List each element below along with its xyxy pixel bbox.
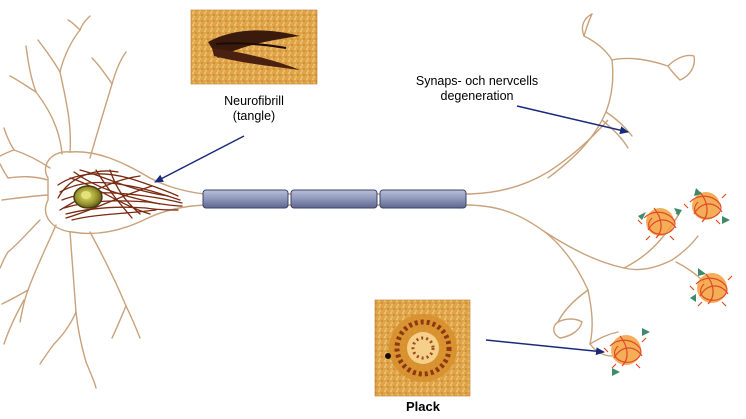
arrow-to-synapse — [516, 105, 629, 135]
neurofibrillary-tangle — [57, 169, 183, 221]
plaque-cluster — [689, 268, 733, 307]
annotation-arrows — [154, 105, 629, 356]
amyloid-plaques — [603, 188, 733, 376]
myelin-segment — [290, 189, 378, 209]
tangle-micrograph — [190, 9, 318, 85]
myelin-segment — [379, 189, 467, 209]
neurofibrill-label: Neurofibrill (tangle) — [206, 94, 302, 124]
plack-label: Plack — [406, 399, 440, 414]
axon-terminals — [544, 13, 705, 357]
plaque-cluster — [603, 328, 650, 376]
synapse-label-line2: degeneration — [440, 89, 514, 103]
plaque-micrograph — [374, 299, 471, 397]
plaque-cluster — [637, 207, 682, 241]
plaque-cluster — [683, 188, 730, 225]
synapse-label-line1: Synaps- och nervcells — [415, 74, 539, 88]
neuron-outline — [0, 15, 206, 389]
arrow-to-plaque — [485, 339, 605, 356]
neurofibrill-label-line2: (tangle) — [232, 109, 276, 123]
neurofibrill-label-line1: Neurofibrill — [224, 94, 284, 108]
synapse-degeneration-label: Synaps- och nervcells degeneration — [384, 74, 570, 104]
myelin-sheath — [202, 189, 467, 209]
myelin-segment — [202, 189, 289, 209]
arrow-to-tangle — [154, 135, 245, 183]
